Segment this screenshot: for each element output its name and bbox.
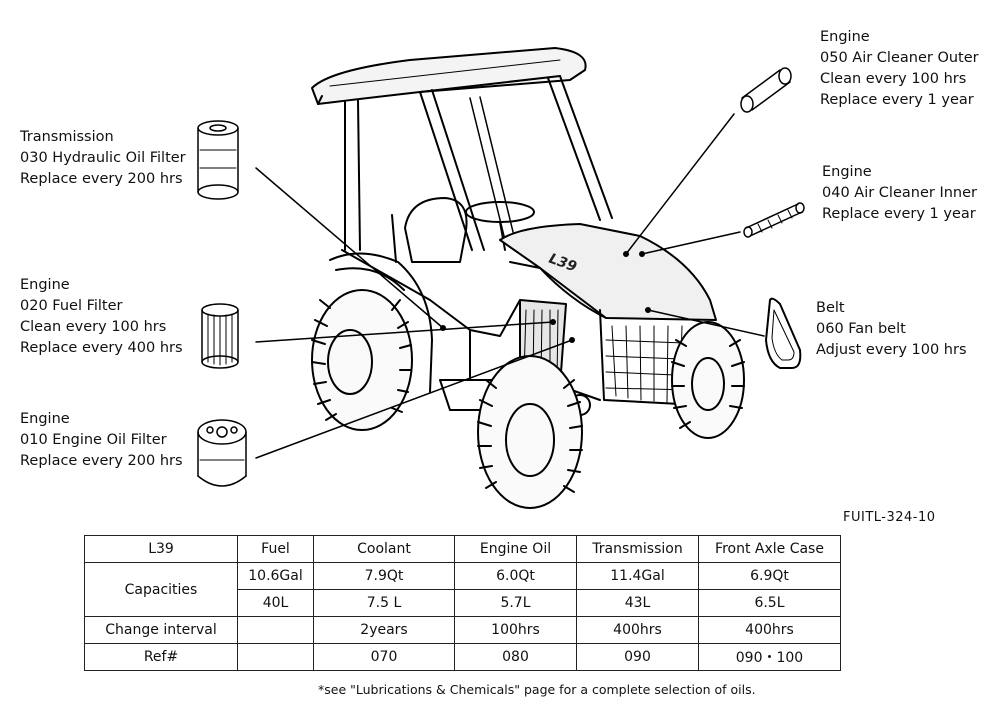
rear-left-wheel: [311, 289, 413, 431]
seat-and-steering: [391, 197, 535, 263]
callout-part: 050 Air Cleaner Outer: [820, 50, 979, 66]
callout-part: 020 Fuel Filter: [20, 298, 123, 314]
table-row: Capacities 10.6Gal 7.9Qt 6.0Qt 11.4Gal 6…: [84, 562, 841, 617]
table-cell: 2years: [313, 616, 455, 644]
callout-interval: Adjust every 100 hrs: [816, 342, 967, 358]
figure-code: FUITL-324-10: [843, 510, 936, 525]
table-cell: 10.6Gal: [237, 562, 314, 590]
callout-engine-oil-filter: Engine 010 Engine Oil Filter Replace eve…: [20, 409, 183, 472]
front-right-wheel: [671, 321, 745, 439]
table-row: Change interval 2years 100hrs 400hrs 400…: [84, 616, 841, 644]
table-cell: 7.5 L: [313, 589, 455, 617]
table-cell: 40L: [237, 589, 314, 617]
column-header-transmission: Transmission: [576, 535, 699, 563]
callout-hydraulic-oil-filter: Transmission 030 Hydraulic Oil Filter Re…: [20, 127, 186, 190]
table-model-cell: L39: [84, 535, 238, 563]
callout-interval: Replace every 1 year: [822, 206, 976, 222]
table-cell: 6.9Qt: [698, 562, 841, 590]
callout-fuel-filter: Engine 020 Fuel Filter Clean every 100 h…: [20, 275, 183, 359]
table-cell: 100hrs: [454, 616, 577, 644]
row-label-change-interval: Change interval: [84, 616, 238, 644]
table-cell: 11.4Gal: [576, 562, 699, 590]
capacity-table: L39 Fuel Coolant Engine Oil Transmission…: [84, 535, 841, 671]
footnote: *see "Lubrications & Chemicals" page for…: [318, 682, 756, 697]
rops-frame: [341, 75, 613, 301]
callout-system: Belt: [816, 300, 845, 316]
callout-system: Transmission: [20, 129, 114, 145]
callout-system: Engine: [822, 164, 872, 180]
table-cell: [237, 616, 314, 644]
callout-part: 030 Hydraulic Oil Filter: [20, 150, 186, 166]
table-cell: 5.7L: [454, 589, 577, 617]
fan-belt: [765, 297, 802, 369]
callout-fan-belt: Belt 060 Fan belt Adjust every 100 hrs: [816, 298, 967, 361]
table-cell: 070: [313, 643, 455, 671]
table-cell: 6.5L: [698, 589, 841, 617]
callout-air-cleaner-inner: Engine 040 Air Cleaner Inner Replace eve…: [822, 162, 977, 225]
callout-part: 040 Air Cleaner Inner: [822, 185, 977, 201]
row-label-capacities: Capacities: [84, 562, 238, 617]
table-cell: 7.9Qt: [313, 562, 455, 590]
leader-lines: [255, 113, 765, 459]
callout-interval: Clean every 100 hrs: [820, 71, 967, 87]
engine-oil-filter: [197, 419, 247, 487]
column-header-coolant: Coolant: [313, 535, 455, 563]
hydraulic-oil-filter: [197, 120, 239, 200]
column-header-front-axle-case: Front Axle Case: [698, 535, 841, 563]
table-cell: [237, 643, 314, 671]
callout-air-cleaner-outer: Engine 050 Air Cleaner Outer Clean every…: [820, 27, 979, 111]
callout-system: Engine: [20, 411, 70, 427]
row-label-ref: Ref#: [84, 643, 238, 671]
table-row: 40L 7.5 L 5.7L 43L 6.5L: [85, 589, 841, 617]
air-cleaner-inner-element: [743, 202, 805, 238]
column-header-engine-oil: Engine Oil: [454, 535, 577, 563]
callout-interval: Replace every 200 hrs: [20, 453, 183, 469]
fenders: [329, 252, 433, 393]
callout-interval: Replace every 1 year: [820, 92, 974, 108]
callout-part: 010 Engine Oil Filter: [20, 432, 167, 448]
table-cell: 400hrs: [576, 616, 699, 644]
callout-interval: Replace every 200 hrs: [20, 171, 183, 187]
table-cell: 080: [454, 643, 577, 671]
table-cell: 400hrs: [698, 616, 841, 644]
table-cell: 090: [576, 643, 699, 671]
fuel-filter: [201, 303, 239, 369]
callout-interval: Clean every 100 hrs: [20, 319, 167, 335]
table-cell: 6.0Qt: [454, 562, 577, 590]
callout-part: 060 Fan belt: [816, 321, 906, 337]
canopy: [311, 47, 587, 105]
air-cleaner-outer-element: [740, 67, 792, 113]
table-cell: 090・100: [698, 643, 841, 671]
table-cell: 43L: [576, 589, 699, 617]
callout-system: Engine: [820, 29, 870, 45]
table-row: Ref# 070 080 090 090・100: [84, 643, 841, 671]
column-header-fuel: Fuel: [237, 535, 314, 563]
callout-interval: Replace every 400 hrs: [20, 340, 183, 356]
table-header-row: L39 Fuel Coolant Engine Oil Transmission…: [84, 535, 841, 563]
rear-right-wheel: [477, 355, 583, 509]
callout-system: Engine: [20, 277, 70, 293]
